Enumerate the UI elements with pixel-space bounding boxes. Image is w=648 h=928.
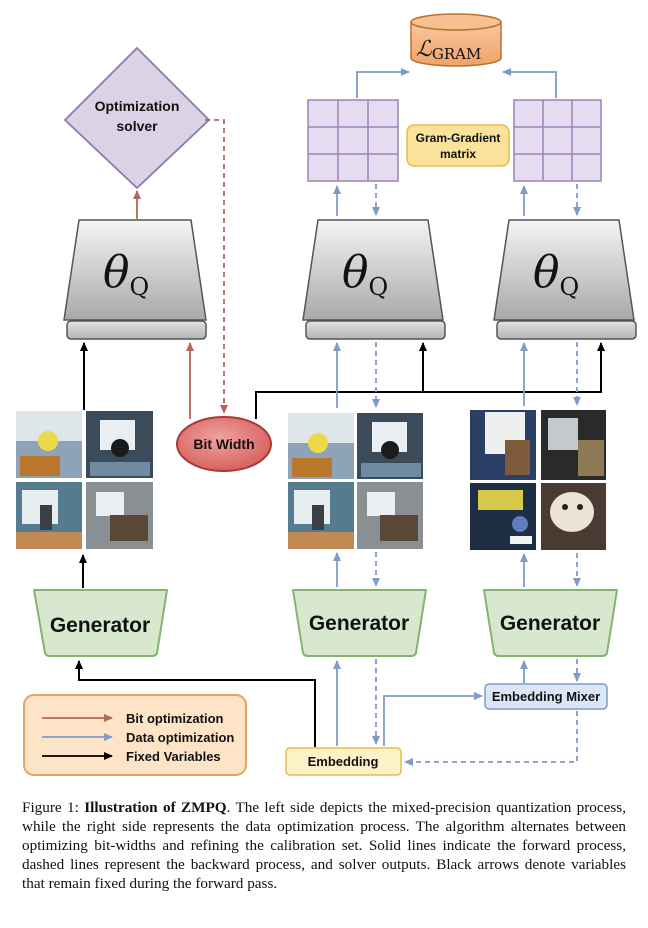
generator-label: Generator <box>50 614 150 637</box>
solver-label-line1: Optimization <box>95 98 180 114</box>
theta-subscript: Q <box>369 273 389 301</box>
svg-text:θQ: θQ <box>533 247 579 301</box>
theta-subscript: Q <box>130 273 150 301</box>
synthetic-images-right <box>470 410 606 550</box>
generator-label: Generator <box>309 612 409 635</box>
quantized-model-right: θQ <box>493 219 637 340</box>
legend-bit-label: Bit optimization <box>126 711 224 726</box>
theta-symbol: θ <box>103 247 130 298</box>
arrow-solver-to-bitwidth <box>205 119 228 414</box>
gram-gradient-line2: matrix <box>440 147 476 161</box>
arrow-embedding-to-mixer <box>383 692 483 746</box>
synthetic-images-middle <box>288 413 423 549</box>
zmpq-diagram: ℒGRAM Optimization solver Gram-Gradient … <box>16 13 637 776</box>
bit-width-label: Bit Width <box>193 436 254 452</box>
arrow-mixer-to-embedding <box>404 711 578 766</box>
generator-middle: Generator <box>292 589 427 657</box>
generator-left: Generator <box>33 589 168 657</box>
arrow-embedding-to-generator-left <box>75 660 316 747</box>
arrow-grid-to-loss-right <box>502 68 557 98</box>
embedding-mixer-label: Embedding Mixer <box>492 689 600 704</box>
quantized-model-left: θQ <box>63 219 207 340</box>
arrow-bitwidth-to-model-middle <box>255 342 427 419</box>
bit-width-node: Bit Width <box>176 416 272 472</box>
loss-subscript: GRAM <box>432 45 481 63</box>
embedding-mixer: Embedding Mixer <box>484 683 608 710</box>
generator-right: Generator <box>483 589 618 657</box>
gram-gradient-line1: Gram-Gradient <box>416 131 501 145</box>
svg-text:ℒGRAM: ℒGRAM <box>416 37 481 63</box>
gram-gradient-label: Gram-Gradient matrix <box>406 124 510 167</box>
svg-text:θQ: θQ <box>342 247 388 301</box>
legend-fixed-label: Fixed Variables <box>126 749 221 764</box>
gram-grid-right <box>513 99 602 182</box>
gram-grid-left <box>307 99 399 182</box>
embedding: Embedding <box>285 747 402 776</box>
arrow-grid-to-loss-left <box>356 68 410 98</box>
figure-caption: Figure 1: Illustration of ZMPQ. The left… <box>22 798 626 893</box>
legend-data-label: Data optimization <box>126 730 234 745</box>
svg-text:θQ: θQ <box>103 247 149 301</box>
synthetic-images-left <box>16 411 153 549</box>
gram-loss-node: ℒGRAM <box>410 13 502 67</box>
theta-symbol: θ <box>533 247 560 298</box>
figure-label: Figure 1: <box>22 799 85 816</box>
figure-title: Illustration of ZMPQ <box>84 799 227 816</box>
embedding-label: Embedding <box>308 754 379 769</box>
figure-caption-text: . The left side depicts the mixed-precis… <box>22 799 627 892</box>
optimization-solver: Optimization solver <box>63 46 211 190</box>
loss-symbol: ℒ <box>416 37 433 62</box>
legend: Bit optimization Data optimization Fixed… <box>23 694 247 776</box>
theta-symbol: θ <box>342 247 369 298</box>
arrow-bitwidth-to-model-right <box>423 342 605 393</box>
solver-label-line2: solver <box>116 118 158 134</box>
generator-label: Generator <box>500 612 600 635</box>
theta-subscript: Q <box>560 273 580 301</box>
quantized-model-middle: θQ <box>302 219 446 340</box>
